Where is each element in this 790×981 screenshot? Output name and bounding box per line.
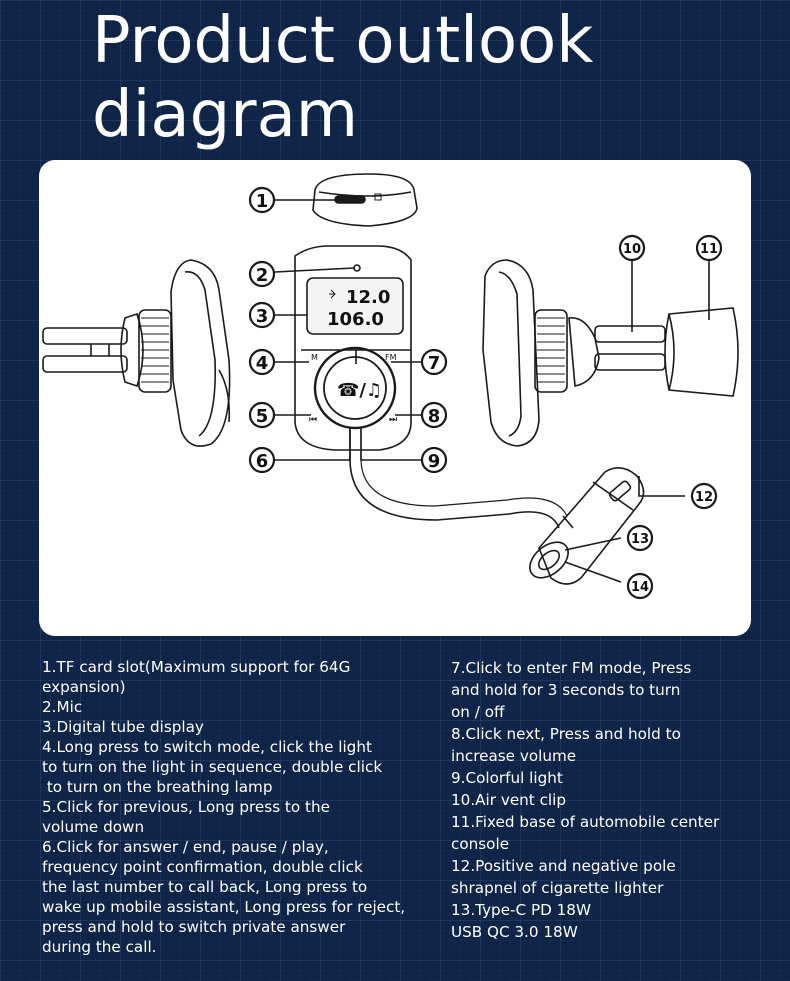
description-line: 13.Type-C PD 18W xyxy=(451,901,591,919)
description-line: during the call. xyxy=(42,938,157,956)
description-line: 7.Click to enter FM mode, Press xyxy=(451,659,692,677)
title-line-2: diagram xyxy=(92,78,359,152)
description-line: 12.Positive and negative pole xyxy=(451,857,676,875)
callout-9: 9 xyxy=(420,446,448,474)
callout-2: 2 xyxy=(248,260,276,288)
callout-4: 4 xyxy=(248,348,276,376)
description-line: the last number to call back, Long press… xyxy=(42,878,368,896)
callout-3: 3 xyxy=(248,301,276,329)
description-line: 9.Colorful light xyxy=(451,769,563,787)
description-line: volume down xyxy=(42,818,145,836)
description-line: 2.Mic xyxy=(42,698,83,716)
callout-1: 1 xyxy=(248,186,276,214)
description-line: and hold for 3 seconds to turn xyxy=(451,681,681,699)
product-diagram: 12.0 106.0 M FM ⏮ ⏭ ☎/♫ xyxy=(42,173,739,600)
fm-button-label: FM xyxy=(385,353,397,362)
callout-13: 13 xyxy=(626,524,654,552)
display-bottom-digits: 106.0 xyxy=(327,309,384,330)
right-side-view xyxy=(482,259,666,447)
display-top-digits: 12.0 xyxy=(346,287,390,308)
svg-text:8: 8 xyxy=(428,406,441,427)
svg-text:12: 12 xyxy=(695,490,713,505)
svg-text:4: 4 xyxy=(256,353,269,374)
svg-text:11: 11 xyxy=(700,242,718,257)
description-line: 6.Click for answer / end, pause / play, xyxy=(42,838,329,856)
svg-text:10: 10 xyxy=(623,242,641,257)
description-line: 3.Digital tube display xyxy=(42,718,204,736)
callout-8: 8 xyxy=(420,401,448,429)
description-line: increase volume xyxy=(451,747,577,765)
description-list-left: 1.TF card slot(Maximum support for 64G e… xyxy=(42,657,442,957)
description-line: to turn on the breathing lamp xyxy=(42,778,273,796)
description-line: wake up mobile assistant, Long press for… xyxy=(42,898,406,916)
svg-text:7: 7 xyxy=(428,353,441,374)
svg-text:14: 14 xyxy=(631,580,649,595)
diagram-panel: 12.0 106.0 M FM ⏮ ⏭ ☎/♫ xyxy=(39,160,751,636)
description-line: 5.Click for previous, Long press to the xyxy=(42,798,330,816)
callout-12: 12 xyxy=(690,482,718,510)
callout-6: 6 xyxy=(248,446,276,474)
callout-7: 7 xyxy=(420,348,448,376)
console-base-illustration xyxy=(664,307,739,397)
svg-text:5: 5 xyxy=(256,406,269,427)
car-charger-plug xyxy=(529,467,645,585)
left-side-view xyxy=(42,259,231,447)
svg-text:3: 3 xyxy=(256,306,269,327)
callout-leaders xyxy=(274,199,710,583)
description-line: shrapnel of cigarette lighter xyxy=(451,879,664,897)
description-line: frequency point confirmation, double cli… xyxy=(42,858,363,876)
prev-button-label: ⏮ xyxy=(309,415,317,425)
description-line: 8.Click next, Press and hold to xyxy=(451,725,681,743)
top-view-illustration xyxy=(312,173,418,227)
description-line: USB QC 3.0 18W xyxy=(451,923,578,941)
svg-text:6: 6 xyxy=(256,451,269,472)
description-line: expansion) xyxy=(42,678,126,696)
svg-text:13: 13 xyxy=(631,532,649,547)
svg-text:2: 2 xyxy=(256,265,269,286)
center-button-label: ☎/♫ xyxy=(337,380,382,401)
description-line: to turn on the light in sequence, double… xyxy=(42,758,383,776)
callout-11: 11 xyxy=(695,234,723,262)
next-button-label: ⏭ xyxy=(389,415,397,425)
mode-button-label: M xyxy=(311,353,318,362)
description-line: 1.TF card slot(Maximum support for 64G xyxy=(42,658,351,676)
description-list-right: 7.Click to enter FM mode, Press and hold… xyxy=(451,657,781,943)
description-line: 11.Fixed base of automobile center xyxy=(451,813,720,831)
page-title: Product outlook diagram xyxy=(92,4,593,152)
title-line-1: Product outlook xyxy=(92,4,594,78)
svg-text:1: 1 xyxy=(256,191,269,212)
svg-text:9: 9 xyxy=(428,451,441,472)
callout-10: 10 xyxy=(618,234,646,262)
callout-5: 5 xyxy=(248,401,276,429)
description-line: 4.Long press to switch mode, click the l… xyxy=(42,738,372,756)
description-line: console xyxy=(451,835,510,853)
description-line: on / off xyxy=(451,703,505,721)
front-view: 12.0 106.0 M FM ⏮ ⏭ ☎/♫ xyxy=(294,245,568,529)
description-line: press and hold to switch private answer xyxy=(42,918,346,936)
callout-markers: 1 2 3 4 5 6 7 8 9 10 11 12 13 14 xyxy=(248,186,723,600)
callout-14: 14 xyxy=(626,572,654,600)
description-line: 10.Air vent clip xyxy=(451,791,567,809)
